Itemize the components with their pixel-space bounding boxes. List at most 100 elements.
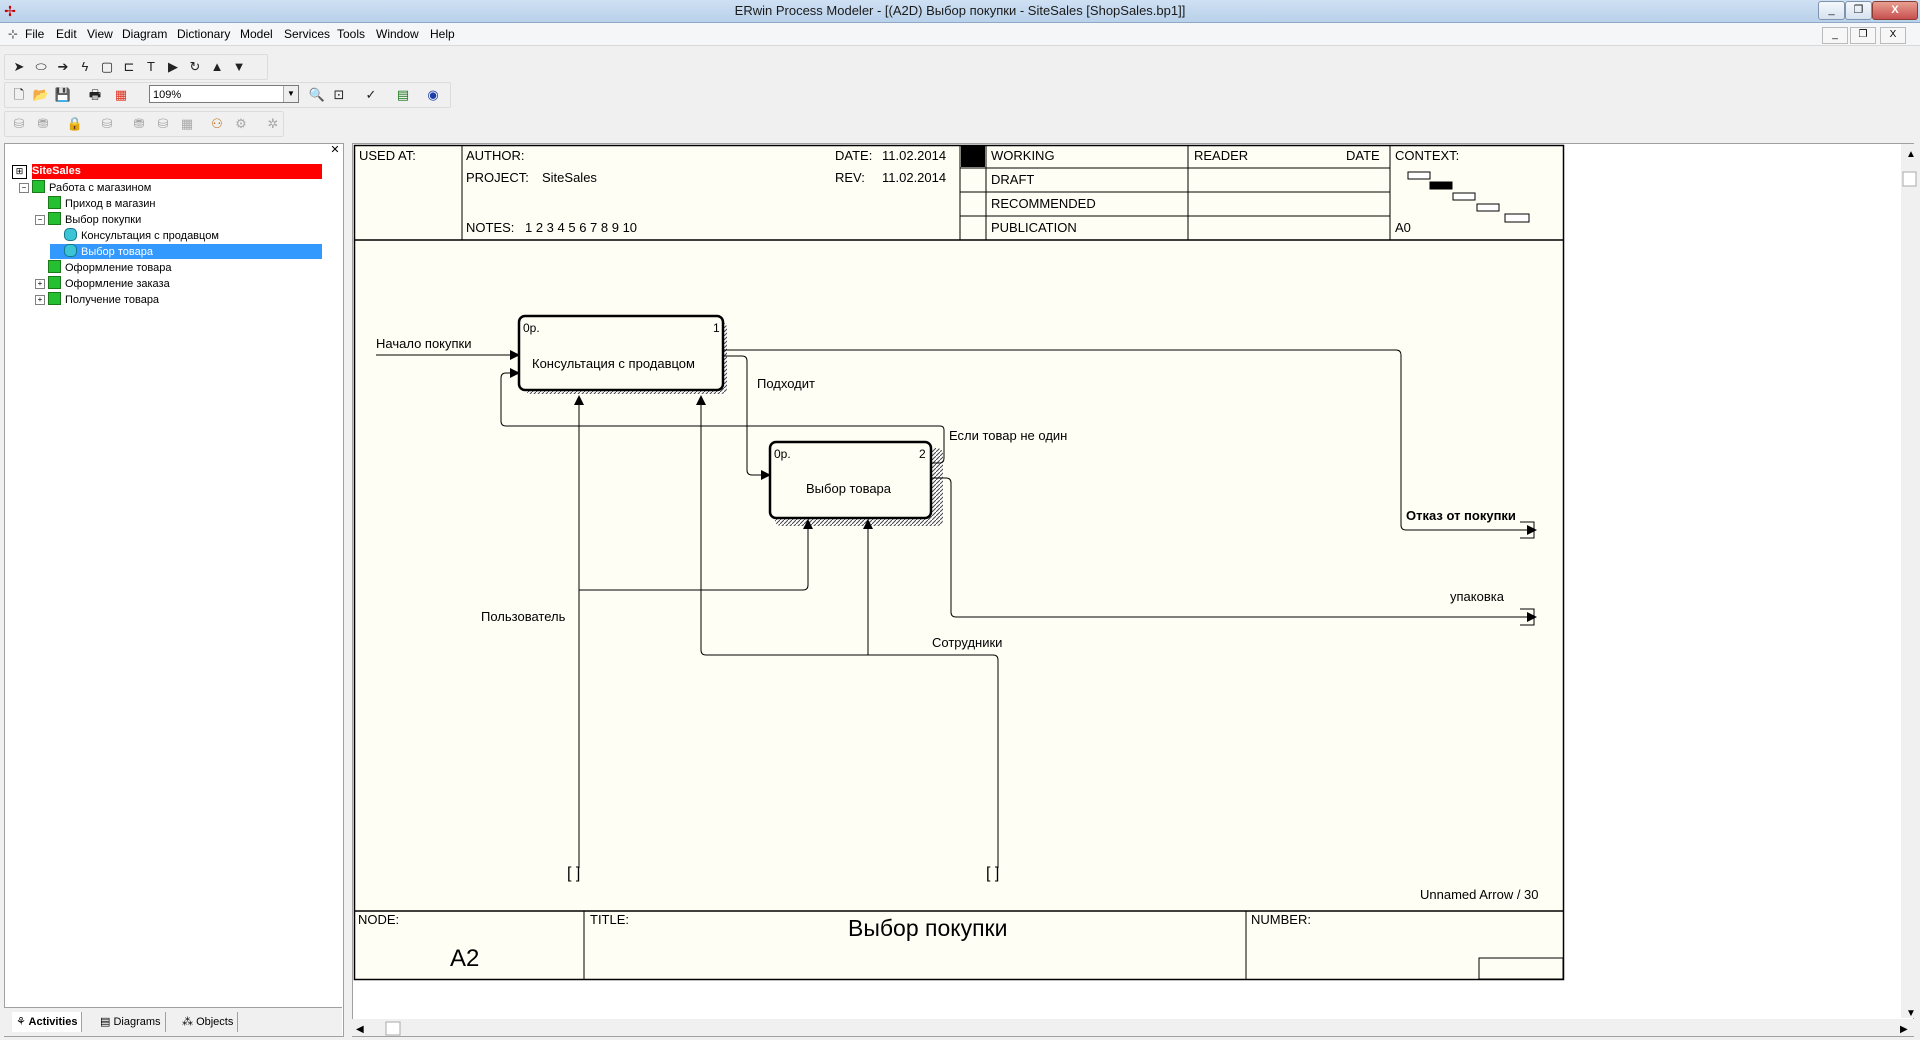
frame-tool-icon[interactable]: ⊏ [123,59,135,74]
diagram-navigator-icon[interactable]: ◉ [427,87,439,102]
arrow-tool-icon[interactable]: ➔ [57,59,69,74]
color-palette-icon[interactable]: ▦ [114,87,128,102]
rotate-icon[interactable]: ↻ [189,59,201,74]
tree-root[interactable]: ⊞ SiteSales [12,164,322,179]
text-tool-icon[interactable]: T [147,59,155,74]
tree-item-vybor-tovara[interactable]: Выбор товара [50,244,322,259]
spell-check-icon[interactable]: ✓ [365,87,377,102]
save-icon[interactable]: 💾 [54,87,72,102]
label-sotrudniki[interactable]: Сотрудники [932,635,1002,650]
diagram-frame [353,144,1565,981]
panel-close-icon[interactable]: ✕ [330,144,340,156]
menu-help[interactable]: Help [430,27,455,41]
mdi-close-button[interactable]: X [1880,27,1906,44]
tree-item-oformlenie-tovara[interactable]: Оформление товара [48,260,171,275]
model-explorer-icon[interactable]: ▤ [396,87,410,102]
arrow-otkaz[interactable] [723,349,1537,535]
horizontal-scrollbar[interactable] [352,1019,1918,1036]
mart-users-icon[interactable]: ⚇ [211,116,223,131]
scroll-left-icon[interactable]: ◀ [356,1024,364,1035]
mart-open-icon[interactable]: ⛁ [101,116,113,131]
menu-bar: ⊹ File Edit View Diagram Dictionary Mode… [0,23,1920,46]
zoom-in-icon[interactable]: 🔍 [308,87,326,102]
play-icon[interactable]: ▶ [168,59,178,74]
menu-window[interactable]: Window [376,27,419,41]
tree-item-vybor-pokupki[interactable]: − Выбор покупки [35,212,141,227]
erwin-app-icon[interactable]: ✢ [4,3,16,19]
chevron-down-icon[interactable]: ▼ [283,86,298,102]
mart-save-icon[interactable]: ⛃ [133,116,145,131]
scroll-down-icon[interactable]: ▼ [1906,1008,1916,1019]
activity-box-1[interactable]: 0р. 1 Консультация с продавцом [517,314,727,394]
menu-dictionary[interactable]: Dictionary [177,27,231,41]
tunnel-polzovatel[interactable]: [ ] [567,865,580,882]
collapse-icon[interactable]: − [19,183,29,193]
menu-services[interactable]: Services [284,27,331,41]
label-otkaz[interactable]: Отказ от покупки [1406,508,1516,523]
tree-item-oformlenie-zakaza[interactable]: + Оформление заказа [35,276,170,291]
menu-view[interactable]: View [87,27,113,41]
new-file-icon[interactable]: 🗋 [13,87,25,102]
label-nachalo-pokupki[interactable]: Начало покупки [376,336,472,351]
mdi-minimize-button[interactable]: _ [1822,27,1848,44]
activity-box-tool-icon[interactable]: ⬭ [35,59,47,74]
arrow-polzovatel-branch[interactable] [579,519,813,591]
maximize-button[interactable]: ❐ [1845,1,1872,20]
menu-file[interactable]: File [25,27,45,41]
vertical-scrollbar[interactable] [1901,144,1918,1018]
menu-diagram[interactable]: Diagram [122,27,168,41]
scroll-up-icon[interactable]: ▲ [1906,149,1916,160]
tunnel-sotrudniki[interactable]: [ ] [986,865,999,882]
box-tool-icon[interactable]: ▢ [100,59,114,74]
label-esli-tovar-ne-odin[interactable]: Если товар не один [949,428,1067,443]
menu-tools[interactable]: Tools [337,27,366,41]
node-label: NODE: [358,912,399,927]
activity-box-2[interactable]: 0р. 2 Выбор товара [768,440,943,526]
arrow-sotrudniki[interactable] [696,395,999,868]
vscroll-thumb[interactable] [1902,171,1917,187]
mart-tools-icon[interactable]: ✲ [267,116,279,131]
label-podkhodit[interactable]: Подходит [757,376,815,391]
lock-icon[interactable]: 🔒 [66,116,84,131]
zoom-select[interactable]: 109% ▼ [149,85,299,103]
squiggle-tool-icon[interactable]: ϟ [81,59,89,74]
mart-report-icon[interactable]: ⛁ [157,116,169,131]
tree-item-poluchenie[interactable]: + Получение товара [35,292,159,307]
expand-icon[interactable]: + [35,295,45,305]
go-down-icon[interactable]: ▼ [232,59,246,74]
tree-item-konsultaciya[interactable]: Консультация с продавцом [64,228,219,243]
tree-item-rabota[interactable]: − Работа с магазином [19,180,151,195]
tab-diagrams[interactable]: ▤ Diagrams [96,1012,166,1032]
pointer-tool-icon[interactable]: ➤ [13,59,25,74]
close-button[interactable]: X [1872,1,1918,20]
arrow-loop[interactable] [500,368,945,464]
scroll-right-icon[interactable]: ▶ [1900,1024,1908,1035]
menu-edit[interactable]: Edit [56,27,77,41]
hscroll-thumb[interactable] [385,1021,401,1036]
tab-objects[interactable]: ⁂ Objects [178,1012,239,1032]
go-up-icon[interactable]: ▲ [210,59,224,74]
arrow-upakovka[interactable] [931,477,1537,622]
notes-numbers: 1 2 3 4 5 6 7 8 9 10 [525,220,637,235]
label-polzovatel[interactable]: Пользователь [481,609,566,624]
menu-model[interactable]: Model [240,27,273,41]
collapse-icon[interactable]: − [35,215,45,225]
zoom-fit-icon[interactable]: ⊡ [333,87,345,102]
open-folder-icon[interactable]: 📂 [32,87,50,102]
activities-icon: ⚘ [16,1016,26,1028]
expand-icon[interactable]: + [35,279,45,289]
mart-connect-icon[interactable]: ⛁ [13,116,25,131]
working-status-marker [961,146,985,167]
minimize-button[interactable]: _ [1818,1,1845,20]
tree-item-prikhod[interactable]: Приход в магазин [48,196,156,211]
mart-disconnect-icon[interactable]: ⛃ [37,116,49,131]
mdi-restore-button[interactable]: ❐ [1850,27,1876,44]
label-upakovka[interactable]: упаковка [1450,589,1505,604]
mart-settings-icon[interactable]: ⚙ [235,116,247,131]
tab-activities[interactable]: ⚘ Activities [12,1012,83,1032]
print-icon[interactable]: 🖶 [88,87,102,102]
scrollbar-parts[interactable]: ▲ ▼ ◀ ▶ [356,149,1917,1036]
mart-grid-icon[interactable]: ▦ [180,116,194,131]
doc-icon[interactable]: ⊹ [8,27,19,41]
arrow-podkhodit[interactable] [723,355,771,480]
